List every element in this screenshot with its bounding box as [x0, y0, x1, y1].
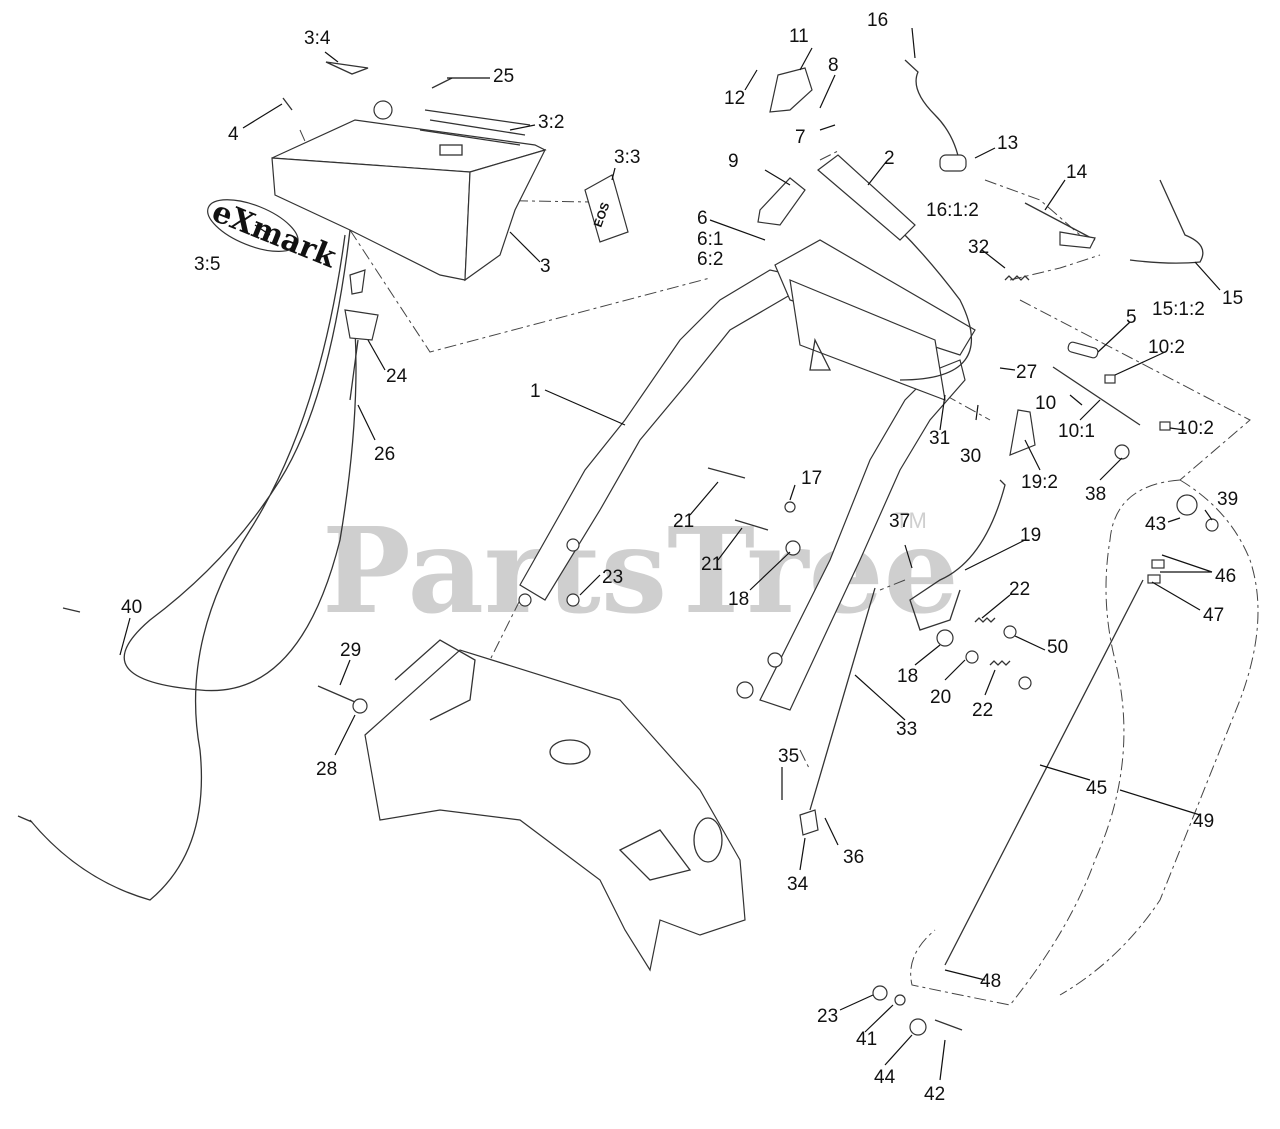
callout-50: 50: [1047, 637, 1068, 658]
callout-3-2: 3:2: [538, 112, 564, 133]
bracket-11: [769, 67, 813, 113]
callout-21a: 21: [673, 511, 694, 532]
callout-35: 35: [778, 746, 799, 767]
callout-45: 45: [1086, 778, 1107, 799]
callout-38: 38: [1085, 484, 1106, 505]
callout-4: 4: [228, 124, 239, 145]
callout-3-5: 3:5: [194, 254, 220, 275]
callout-23b: 23: [817, 1006, 838, 1027]
callout-13: 13: [997, 133, 1018, 154]
callout-21b: 21: [701, 554, 722, 575]
lever-9: [757, 177, 806, 226]
callout-10-2a: 10:2: [1148, 337, 1185, 358]
bolt-21a: [707, 467, 746, 479]
callout-18a: 18: [728, 589, 749, 610]
handle-frame: [518, 229, 976, 711]
spring-22b: [989, 660, 1011, 666]
callout-15-1-2: 15:1:2: [1152, 299, 1205, 320]
callout-28: 28: [316, 759, 337, 780]
control-cable: [29, 229, 357, 901]
callout-48: 48: [980, 971, 1001, 992]
callout-26: 26: [374, 444, 395, 465]
rod-14: [1024, 202, 1096, 241]
callout-3-4: 3:4: [304, 28, 331, 49]
callout-32: 32: [968, 237, 989, 258]
callout-3: 3: [540, 256, 551, 277]
callout-24: 24: [386, 366, 408, 387]
spring-32: [1004, 275, 1030, 281]
callout-44: 44: [874, 1067, 896, 1088]
callout-25: 25: [493, 66, 514, 87]
brake-lever: [344, 269, 379, 401]
rod-45: [944, 579, 1144, 966]
callout-8: 8: [828, 55, 839, 76]
callout-36: 36: [843, 847, 864, 868]
callout-5: 5: [1126, 307, 1137, 328]
callout-47: 47: [1203, 605, 1224, 626]
callout-39: 39: [1217, 489, 1238, 510]
callout-16-1-2: 16:1:2: [926, 200, 979, 221]
callout-12: 12: [724, 88, 745, 109]
callout-30: 30: [960, 446, 981, 467]
callout-18b: 18: [897, 666, 918, 687]
callout-7: 7: [795, 127, 806, 148]
callout-29: 29: [340, 640, 361, 661]
callout-22b: 22: [972, 700, 993, 721]
callout-16: 16: [867, 10, 888, 31]
clevis-34: [799, 809, 819, 836]
callout-6-2: 6:2: [697, 249, 723, 270]
callout-17: 17: [801, 468, 822, 489]
callout-20: 20: [930, 687, 951, 708]
callout-31: 31: [929, 428, 950, 449]
callout-22a: 22: [1009, 579, 1030, 600]
phantom-lines: [299, 129, 1259, 1006]
rod-10: [1052, 366, 1141, 426]
callout-15: 15: [1222, 288, 1243, 309]
bolt-21b: [734, 519, 769, 531]
spring-22a: [974, 617, 996, 623]
callout-10-2b: 10:2: [1177, 418, 1214, 439]
callout-49: 49: [1193, 811, 1214, 832]
watermark-trademark: TM: [895, 508, 927, 533]
callout-43: 43: [1145, 514, 1166, 535]
callout-2: 2: [884, 148, 895, 169]
mower-frame: [364, 639, 746, 972]
handle-grip: [817, 154, 916, 241]
bail-15: [1129, 179, 1204, 264]
callout-40: 40: [121, 597, 142, 618]
callout-46: 46: [1215, 566, 1236, 587]
eos-decal: EOS: [584, 174, 629, 243]
callout-10-1: 10:1: [1058, 421, 1095, 442]
callout-41: 41: [856, 1029, 877, 1050]
pedal-19: [1009, 409, 1036, 456]
bail-16: [904, 59, 961, 166]
control-panel: [271, 61, 547, 282]
callout-42: 42: [924, 1084, 945, 1105]
callout-6-1: 6:1: [697, 229, 723, 250]
callout-14: 14: [1066, 162, 1088, 183]
callout-34: 34: [787, 874, 809, 895]
callout-3-3: 3:3: [614, 147, 640, 168]
bolt-29: [317, 685, 356, 703]
callout-6: 6: [697, 208, 708, 229]
callout-10: 10: [1035, 393, 1056, 414]
callout-11: 11: [789, 26, 809, 47]
callout-9: 9: [728, 151, 739, 172]
callout-19-2: 19:2: [1021, 472, 1058, 493]
callout-27: 27: [1016, 362, 1037, 383]
callout-1: 1: [530, 381, 541, 402]
callout-19: 19: [1020, 525, 1041, 546]
rod-33: [809, 587, 876, 811]
callout-33: 33: [896, 719, 917, 740]
callout-labels: 3:4 25 4 3:2 3:3 3 3:5 24 26 40 1 11 12 …: [121, 10, 1243, 1105]
callout-37: 37: [889, 511, 910, 532]
callout-23a: 23: [602, 567, 623, 588]
leader-lines: [119, 27, 1221, 1081]
